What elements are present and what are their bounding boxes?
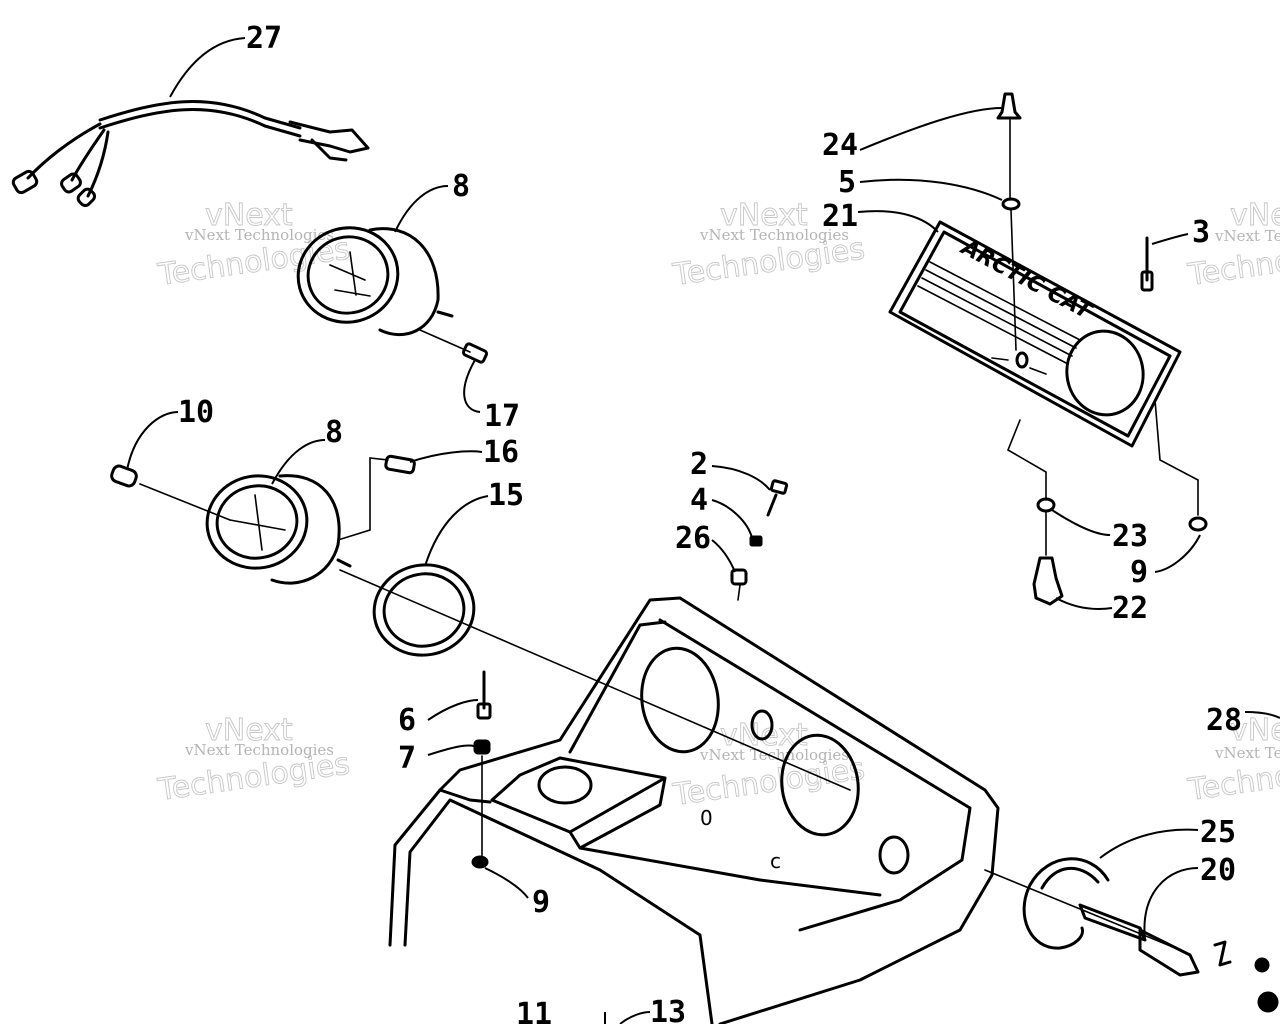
- watermark-company: vNext Technologies: [184, 741, 334, 759]
- bulb-16: [337, 454, 416, 541]
- watermark-company: vNext Technologies: [699, 226, 849, 244]
- callout-7: 7: [398, 741, 416, 776]
- callout-labels: 27 8 17 10 8 16 15 24 5 21 3 2 4 26 23 9…: [178, 21, 1242, 1024]
- callout-26: 26: [675, 521, 711, 556]
- panel-mark-o: 0: [700, 806, 713, 830]
- nut-7: [473, 739, 491, 861]
- leader-lines: [126, 37, 1280, 1024]
- callout-8-upper: 8: [452, 169, 470, 204]
- nut-23: [1007, 419, 1056, 513]
- watermark-word-1: vNext: [1230, 713, 1280, 748]
- watermark-company: vNext Technologies: [1214, 227, 1280, 245]
- nut-26: [730, 568, 748, 601]
- callout-15: 15: [488, 478, 524, 513]
- callout-4: 4: [690, 483, 708, 518]
- callout-20: 20: [1200, 853, 1236, 888]
- callout-2: 2: [690, 447, 708, 482]
- callout-8-lower: 8: [325, 415, 343, 450]
- callout-13: 13: [650, 995, 686, 1024]
- watermark-word-1: vNext: [205, 713, 293, 748]
- gauge-upper: [296, 226, 454, 336]
- callout-21: 21: [822, 199, 858, 234]
- watermark-company: vNext Technologies: [1214, 744, 1280, 762]
- bolt-2: [766, 479, 789, 517]
- watermark-word-1: vNext: [720, 198, 808, 233]
- callout-25: 25: [1200, 815, 1236, 850]
- callout-10: 10: [178, 395, 214, 430]
- nut-9-lower: [471, 855, 489, 869]
- screw-3: [1140, 236, 1154, 292]
- callout-28: 28: [1206, 703, 1242, 738]
- callout-6: 6: [398, 703, 416, 738]
- stud-17: [419, 329, 489, 364]
- clip-22: [1032, 511, 1064, 606]
- callout-23: 23: [1112, 519, 1148, 554]
- watermark-company: vNext Technologies: [184, 226, 334, 244]
- callout-3: 3: [1192, 215, 1210, 250]
- clip-ring-25: [1022, 857, 1110, 950]
- switch-20: [984, 869, 1279, 1013]
- assembly-axis-line: [339, 569, 851, 791]
- callout-24: 24: [822, 128, 858, 163]
- wiring-harness: [11, 100, 370, 208]
- callout-5: 5: [838, 165, 856, 200]
- decal-plate-21: ARCTIC CAT: [888, 220, 1182, 448]
- watermark-midcenter: vNext vNext Technologies Technologies: [670, 718, 868, 814]
- dash-panel: 0 c: [388, 596, 1000, 1024]
- nut-9-upper: [1154, 399, 1208, 532]
- callout-9-upper: 9: [1130, 555, 1148, 590]
- bezel-ring-15: [372, 563, 476, 657]
- panel-mark-c: c: [770, 849, 781, 873]
- callout-9-lower: 9: [532, 885, 550, 920]
- washer-4: [749, 535, 763, 547]
- callout-11: 11: [516, 997, 552, 1024]
- watermark-topcenter: vNext vNext Technologies Technologies: [670, 198, 868, 294]
- callout-22: 22: [1112, 591, 1148, 626]
- callout-16: 16: [483, 435, 519, 470]
- washer-5: [1001, 197, 1021, 351]
- callout-17: 17: [484, 399, 520, 434]
- push-pin-24: [996, 92, 1022, 201]
- watermark-word-1: vNext: [1230, 198, 1280, 233]
- callout-27: 27: [246, 21, 282, 56]
- watermark-midleft: vNext vNext Technologies Technologies: [155, 713, 353, 809]
- gauge-lower: [205, 474, 352, 585]
- watermark-word-1: vNext: [205, 198, 293, 233]
- watermark-company: vNext Technologies: [699, 746, 849, 764]
- screw-6: [476, 670, 492, 720]
- bulb-10: [110, 464, 231, 521]
